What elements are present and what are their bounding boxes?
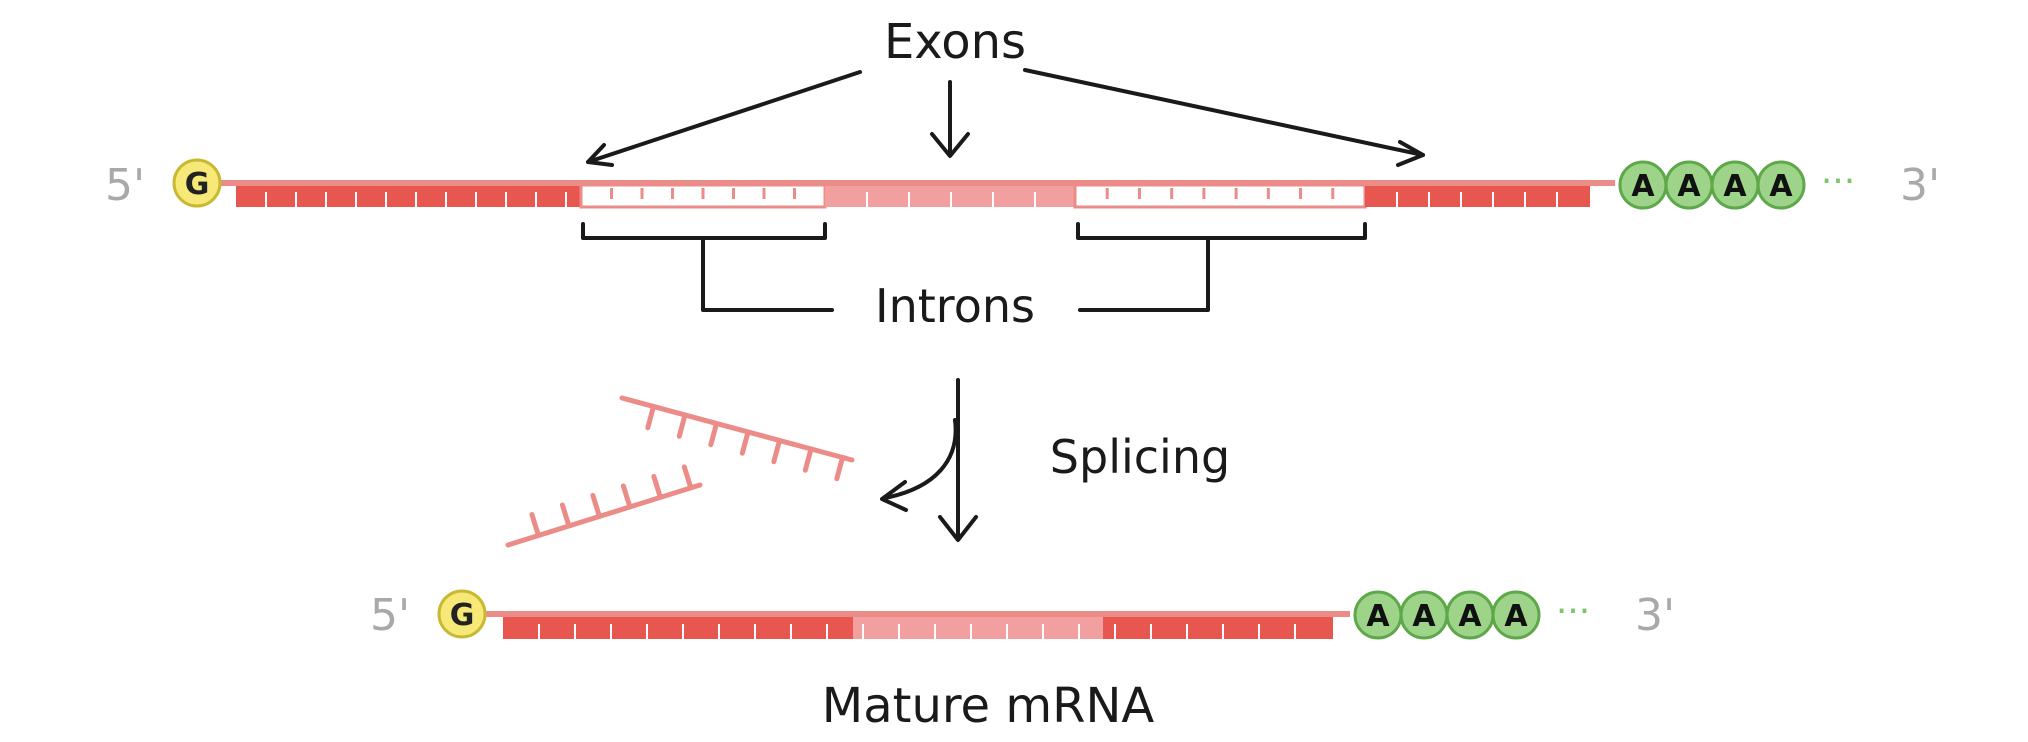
mature-exon-ticks — [538, 624, 1296, 639]
excised-tooth — [708, 420, 720, 448]
excised-tooth — [802, 446, 814, 473]
exon-arrowhead-right — [1396, 140, 1425, 167]
cap-circle-bottom — [437, 589, 487, 639]
poly-a-label-bottom-3: A — [1458, 599, 1482, 634]
cap-top: G — [172, 158, 222, 208]
splicing-arrowhead — [938, 515, 978, 542]
intron-1 — [579, 183, 827, 209]
excised-intron-2 — [505, 464, 703, 548]
poly-a-label-bottom-1: A — [1366, 599, 1390, 634]
poly-a-label-top-3: A — [1723, 169, 1747, 204]
five-prime-label-bottom: 5' — [370, 590, 410, 641]
poly-a-dots-top: ··· — [1821, 161, 1855, 202]
excision-arrowhead — [880, 480, 908, 512]
pre-mrna: 5' G A A A A ··· 3' — [105, 158, 1940, 211]
excised-backbone — [619, 395, 855, 463]
poly-a-label-bottom-2: A — [1412, 599, 1436, 634]
poly-a-label-top-2: A — [1677, 169, 1701, 204]
mature-exon-1 — [503, 617, 853, 639]
cap-bottom: G — [437, 589, 487, 639]
cap-label-bottom: G — [450, 598, 475, 633]
excised-tooth — [681, 464, 694, 491]
excised-tooth — [834, 454, 846, 482]
splicing-label: Splicing — [1050, 430, 1230, 484]
poly-a-label-top-4: A — [1769, 169, 1793, 204]
intron-bracket-right — [1076, 222, 1367, 240]
exon-3-ticks — [1396, 192, 1558, 207]
poly-a-tail-bottom: A A A A ··· — [1353, 590, 1590, 640]
poly-a-tail-top: A A A A ··· — [1618, 160, 1855, 210]
splicing-step: Splicing — [505, 378, 1230, 548]
intron-bracket-left — [581, 222, 827, 240]
cap-circle-top — [172, 158, 222, 208]
excised-intron-1 — [619, 395, 855, 482]
excised-tooth — [739, 429, 751, 456]
poly-a-circle-bottom-4 — [1491, 590, 1541, 640]
excised-tooth — [676, 412, 688, 439]
exon-arrowhead-middle — [930, 132, 970, 158]
intron-connector-left — [701, 236, 834, 312]
excision-arrow — [883, 418, 958, 500]
intron-2 — [1073, 183, 1367, 209]
poly-a-label-top-1: A — [1631, 169, 1655, 204]
three-prime-label-top: 3' — [1900, 160, 1940, 211]
excised-tooth — [645, 403, 657, 431]
mature-mrna-label: Mature mRNA — [822, 678, 1155, 734]
poly-a-label-bottom-4: A — [1504, 599, 1528, 634]
excised-tooth — [590, 492, 602, 519]
exon-arrowhead-left — [586, 143, 614, 167]
poly-a-dots-bottom: ··· — [1556, 591, 1590, 632]
exon-arrow-right — [1023, 68, 1425, 157]
exon-3 — [1365, 186, 1590, 207]
three-prime-label-bottom: 3' — [1635, 590, 1675, 641]
mature-mrna: 5' G A A A A ··· 3' — [370, 589, 1675, 641]
introns-label: Introns — [875, 279, 1035, 333]
mature-exon-2 — [853, 617, 1103, 639]
intron-connector-right — [1078, 236, 1210, 312]
exons-label: Exons — [884, 14, 1026, 70]
excised-tooth — [771, 437, 783, 465]
exon-1-ticks — [265, 192, 567, 207]
cap-label-top: G — [185, 167, 210, 202]
excised-tooth — [620, 483, 633, 510]
excised-tooth — [651, 473, 663, 500]
excised-tooth — [559, 502, 572, 529]
mature-exon-3 — [1103, 617, 1333, 639]
introns-annotation: Introns — [581, 222, 1367, 333]
exons-annotation: Exons — [586, 14, 1425, 167]
exon-2-ticks — [866, 192, 1036, 207]
excised-tooth — [529, 511, 541, 538]
five-prime-label-top: 5' — [105, 160, 145, 211]
intron-body — [1073, 183, 1367, 209]
poly-a-circle-top-4 — [1756, 160, 1806, 210]
exon-arrow-left — [586, 70, 862, 164]
exon-1 — [236, 186, 581, 207]
